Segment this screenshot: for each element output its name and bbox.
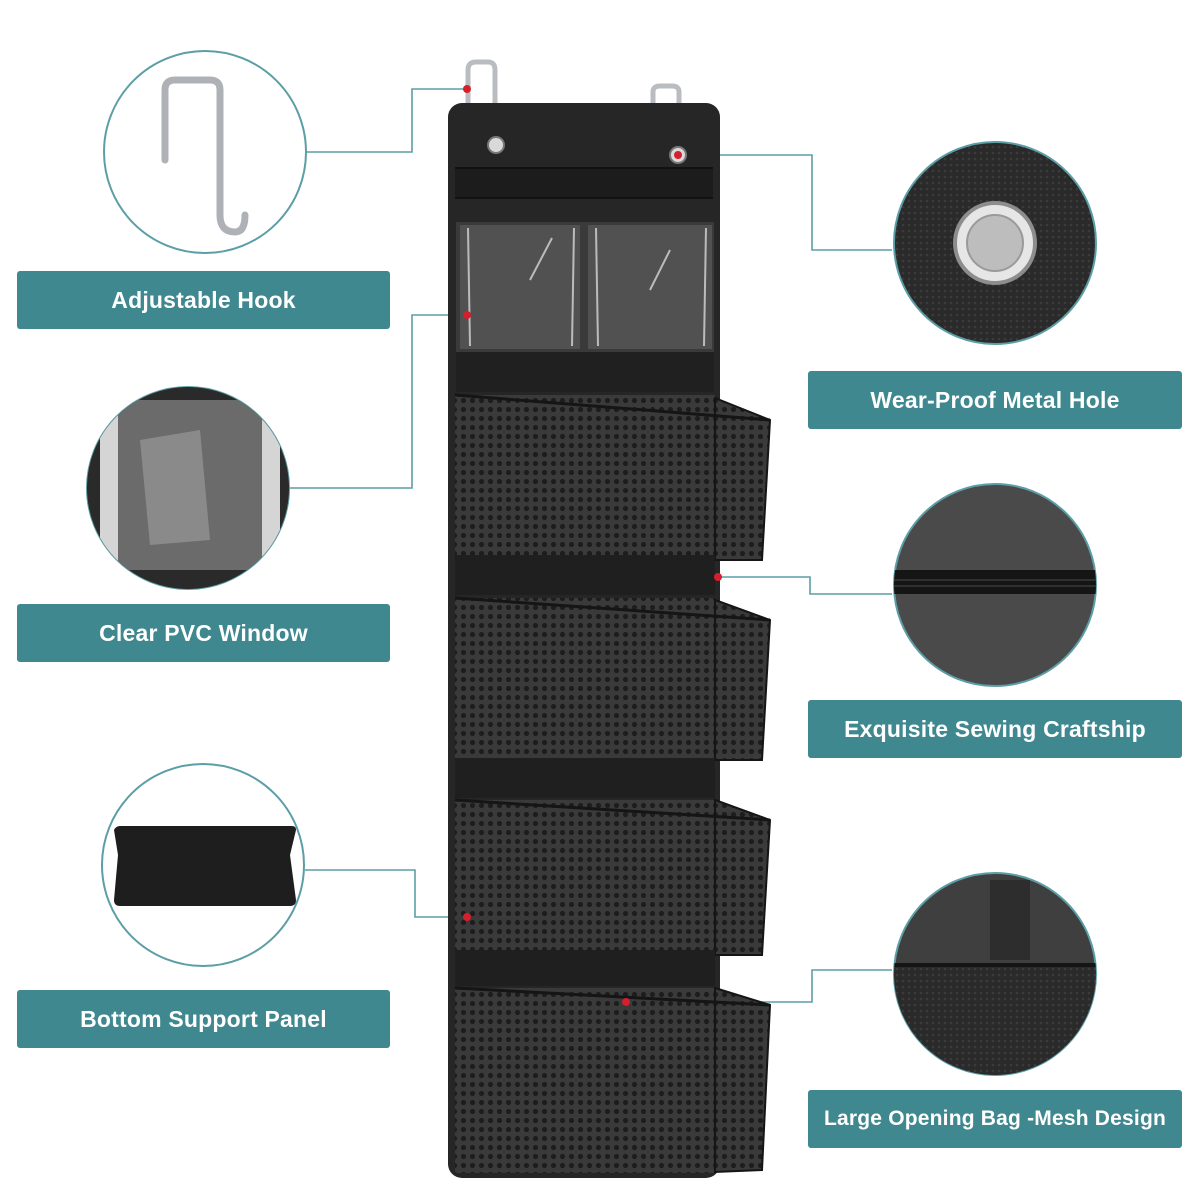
detail-hook (103, 50, 307, 254)
label-large-opening-bag: Large Opening Bag -Mesh Design (808, 1090, 1182, 1148)
detail-metal-hole (893, 141, 1097, 345)
label-adjustable-hook: Adjustable Hook (17, 271, 390, 329)
detail-pvc (86, 386, 290, 590)
connector-lines (290, 88, 892, 1003)
mesh-pockets (454, 393, 772, 1174)
label-bottom-support-panel: Bottom Support Panel (17, 990, 390, 1048)
top-hooks (465, 59, 682, 125)
detail-panel (101, 763, 305, 967)
detail-sewing (893, 483, 1097, 687)
label-clear-pvc-window: Clear PVC Window (17, 604, 390, 662)
label-exquisite-sewing: Exquisite Sewing Craftship (808, 700, 1182, 758)
label-wear-proof-metal-hole: Wear-Proof Metal Hole (808, 371, 1182, 429)
callout-markers (463, 85, 722, 1006)
detail-bag (893, 872, 1097, 1076)
